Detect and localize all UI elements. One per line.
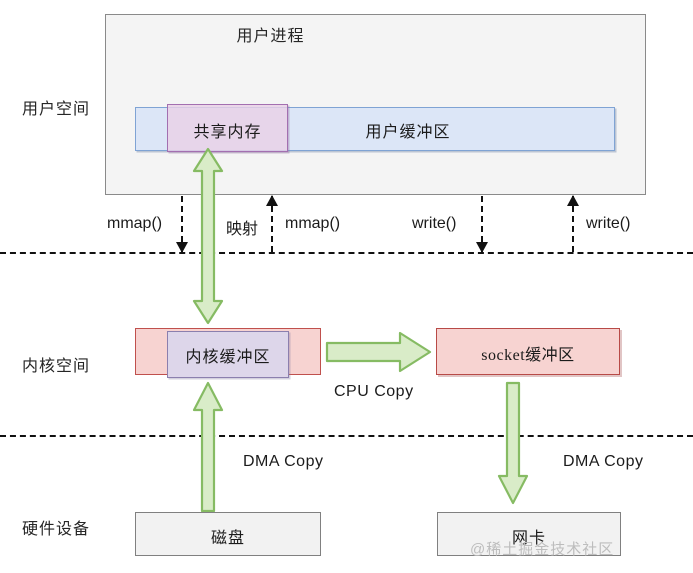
disk-box <box>135 512 321 556</box>
socket-buffer-box <box>436 328 620 375</box>
call-label-mapping: 映射 <box>226 221 259 238</box>
socket-buffer-label: socket缓冲区 <box>481 347 575 364</box>
arrow-head-up-icon <box>567 195 579 206</box>
dma-copy-read-label: DMA Copy <box>243 453 324 470</box>
write-down-arrow <box>476 196 488 253</box>
arrow-stem <box>572 196 574 252</box>
user-buffer-label: 用户缓冲区 <box>365 124 451 141</box>
arrow-stem <box>181 196 183 252</box>
dma-copy-write-arrow-icon <box>497 381 529 505</box>
mmap-up-arrow <box>266 195 278 252</box>
separator-kernel-hardware <box>0 435 693 437</box>
kernel-buffer-inner-box <box>167 331 289 378</box>
disk-label: 磁盘 <box>210 530 245 547</box>
separator-user-kernel <box>0 252 693 254</box>
section-label-kernel-space: 内核空间 <box>22 358 91 375</box>
call-label-mmap-down: mmap() <box>107 215 163 232</box>
arrow-head-down-icon <box>476 242 488 253</box>
call-label-write-up: write() <box>586 215 631 232</box>
shared-memory-label: 共享内存 <box>193 124 262 141</box>
section-label-user-space: 用户空间 <box>22 101 91 118</box>
write-up-arrow <box>567 195 579 252</box>
call-label-write-down: write() <box>412 215 457 232</box>
mmap-down-arrow <box>176 196 188 253</box>
arrow-stem <box>271 196 273 252</box>
nic-box <box>437 512 621 556</box>
dma-copy-read-arrow-icon <box>192 381 224 513</box>
kernel-buffer-label: 内核缓冲区 <box>185 349 271 366</box>
cpu-copy-label: CPU Copy <box>334 383 414 400</box>
mapping-double-arrow-icon <box>192 147 224 325</box>
shared-memory-box <box>167 104 288 152</box>
dma-copy-write-label: DMA Copy <box>563 453 644 470</box>
watermark: @稀土掘金技术社区 <box>470 541 615 558</box>
section-label-hardware: 硬件设备 <box>22 521 91 538</box>
call-label-mmap-up: mmap() <box>285 215 341 232</box>
arrow-head-up-icon <box>266 195 278 206</box>
arrow-head-down-icon <box>176 242 188 253</box>
nic-label: 网卡 <box>511 530 546 547</box>
user-process-title: 用户进程 <box>236 28 305 45</box>
cpu-copy-arrow-icon <box>325 331 432 373</box>
arrow-stem <box>481 196 483 252</box>
